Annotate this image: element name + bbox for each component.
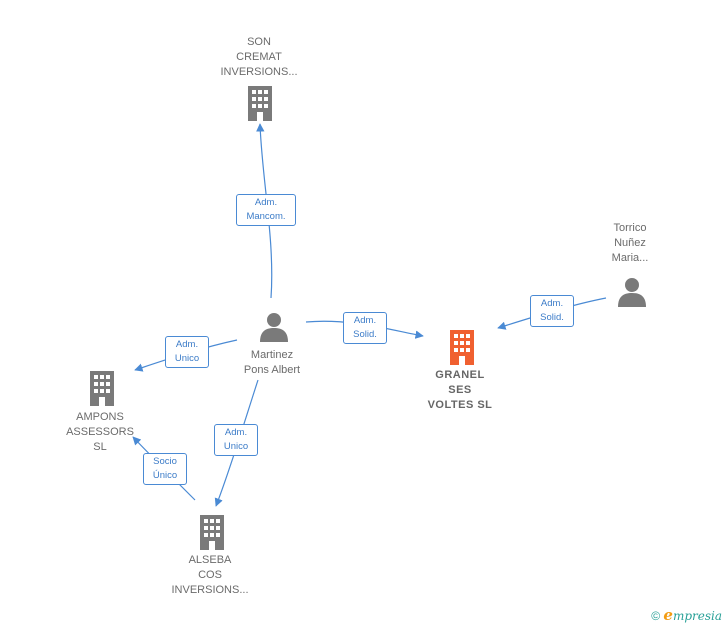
node-label-granel[interactable]: GRANEL SES VOLTES SL (427, 369, 493, 411)
building-icon[interactable] (447, 329, 477, 365)
building-icon[interactable] (245, 85, 275, 121)
edge-label-adm-mancom[interactable]: Adm. Mancom. (236, 194, 296, 226)
edge-label-adm-unico-1[interactable]: Adm. Unico (165, 336, 209, 368)
node-label-alseba[interactable]: ALSEBA COS INVERSIONS... (171, 554, 249, 596)
node-label-son-cremat[interactable]: SON CREMAT INVERSIONS... (220, 36, 298, 78)
building-icon[interactable] (87, 370, 117, 406)
person-icon[interactable] (258, 311, 290, 343)
edge-label-adm-solid-1[interactable]: Adm. Solid. (343, 312, 387, 344)
edge-label-adm-solid-2[interactable]: Adm. Solid. (530, 295, 574, 327)
node-label-torrico[interactable]: Torrico Nuñez Maria... (611, 222, 649, 264)
edge-label-socio-unico[interactable]: Socio Único (143, 453, 187, 485)
person-icon[interactable] (616, 276, 648, 308)
footer-brand: © empresia (651, 606, 722, 624)
edge-label-adm-unico-2[interactable]: Adm. Unico (214, 424, 258, 456)
building-icon[interactable] (197, 514, 227, 550)
node-label-martinez[interactable]: Martinez Pons Albert (243, 349, 301, 376)
copyright-symbol: © (651, 609, 661, 623)
node-label-ampons[interactable]: AMPONS ASSESSORS SL (66, 411, 134, 453)
brand-logo: empresia (663, 606, 722, 624)
